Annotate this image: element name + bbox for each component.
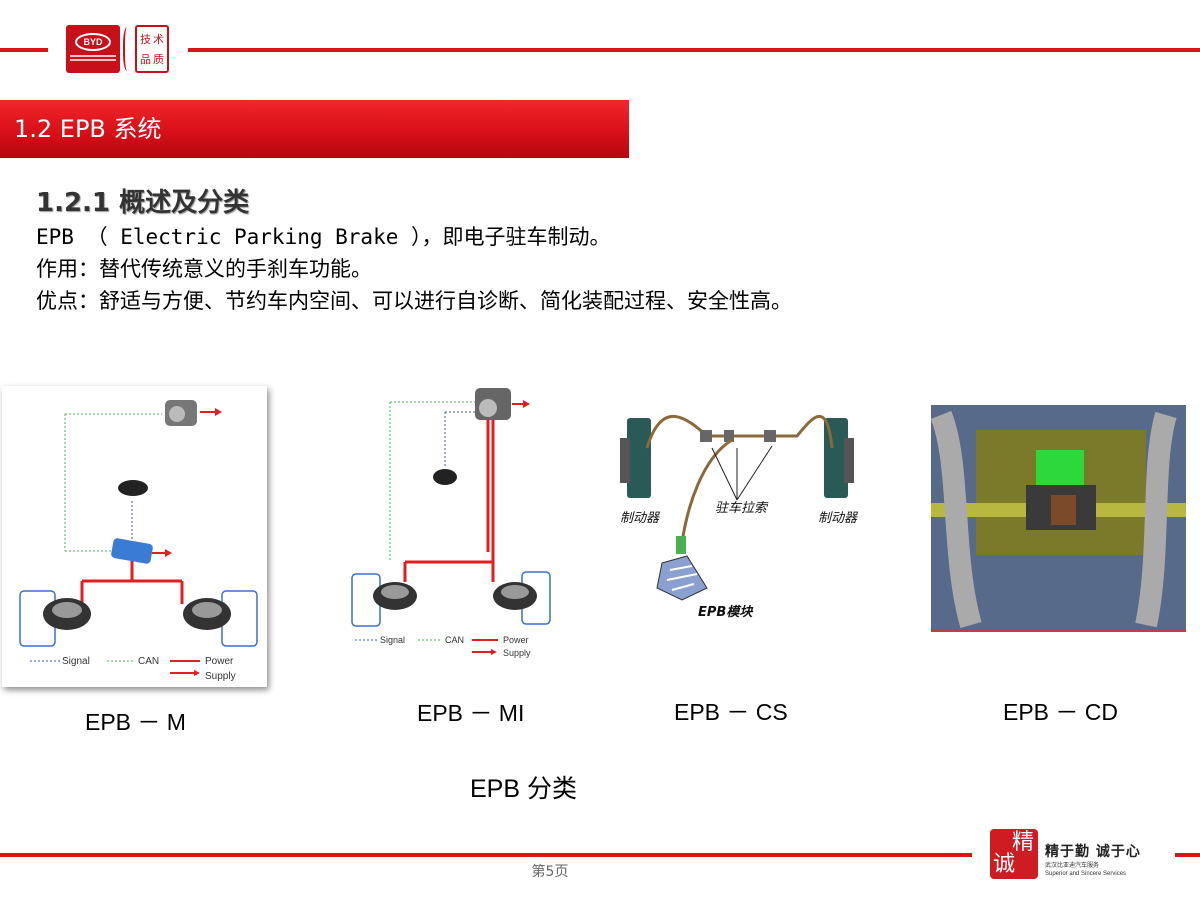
legend-can: CAN xyxy=(445,635,464,645)
footer-slogan: 精于勤 诚于心 xyxy=(1045,844,1141,860)
seal-char: 质 xyxy=(153,52,164,66)
label-cable: 驻车拉索 xyxy=(715,500,769,516)
logo-divider xyxy=(123,27,133,71)
label-brake-left: 制动器 xyxy=(620,511,660,526)
footer-tagline: Superior and Sincere Services xyxy=(1045,871,1127,877)
caption-epb-cs: EPB － CS xyxy=(674,699,788,725)
page-number: 第5页 xyxy=(531,864,569,880)
figure-main-caption: EPB 分类 xyxy=(470,775,577,803)
text-line-definition: EPB （ Electric Parking Brake ），即电子驻车制动。 xyxy=(36,225,611,249)
seal-char: 术 xyxy=(153,32,164,46)
section-title: 1.2 EPB 系统 xyxy=(14,115,162,143)
figure-epb-cs: 制动器 驻车拉索 制动器 EPB模块 xyxy=(612,388,862,633)
legend-signal: Signal xyxy=(380,635,405,645)
byd-logo: BYD xyxy=(66,25,120,73)
figure-epb-cd xyxy=(931,405,1186,632)
legend-power: Power xyxy=(205,656,234,667)
label-epb-module: EPB模块 xyxy=(698,604,753,620)
seal-char: 技 xyxy=(140,32,151,46)
seal-char: 诚 xyxy=(993,852,1016,877)
legend-supply: Supply xyxy=(503,648,531,658)
footer-subtitle: 武汉比亚迪汽车服务 xyxy=(1045,863,1100,869)
legend-can: CAN xyxy=(138,656,159,667)
header-rule-right xyxy=(188,48,1200,52)
figure-epb-mi: Signal CAN Power Supply xyxy=(350,382,555,664)
seal-char: 精 xyxy=(1012,830,1035,855)
byd-logo-text: BYD xyxy=(75,33,111,51)
section-title-bar: 1.2 EPB 系统 xyxy=(0,100,629,158)
footer-rule-right xyxy=(1175,853,1200,857)
footer-rule-left xyxy=(0,853,972,857)
figure-epb-m: Signal CAN Power Supply xyxy=(2,386,267,687)
text-line-advantages: 优点：舒适与方便、节约车内空间、可以进行自诊断、简化装配过程、安全性高。 xyxy=(36,289,792,313)
sincerity-seal: 精 诚 xyxy=(990,829,1038,879)
byd-logo-subtext xyxy=(70,55,116,61)
header-rule-left xyxy=(0,48,48,52)
caption-epb-mi: EPB － MI xyxy=(417,700,525,726)
quality-seal: 技 术 品 质 xyxy=(135,25,169,73)
text-line-function: 作用：替代传统意义的手刹车功能。 xyxy=(36,257,372,281)
seal-char: 品 xyxy=(140,52,151,66)
legend-signal: Signal xyxy=(62,656,90,667)
caption-epb-m: EPB － M xyxy=(85,709,186,735)
subheading: 1.2.1 概述及分类 xyxy=(36,188,250,218)
legend-power: Power xyxy=(503,635,529,645)
legend-supply: Supply xyxy=(205,671,236,682)
caption-epb-cd: EPB － CD xyxy=(1003,699,1119,725)
label-brake-right: 制动器 xyxy=(818,511,858,526)
